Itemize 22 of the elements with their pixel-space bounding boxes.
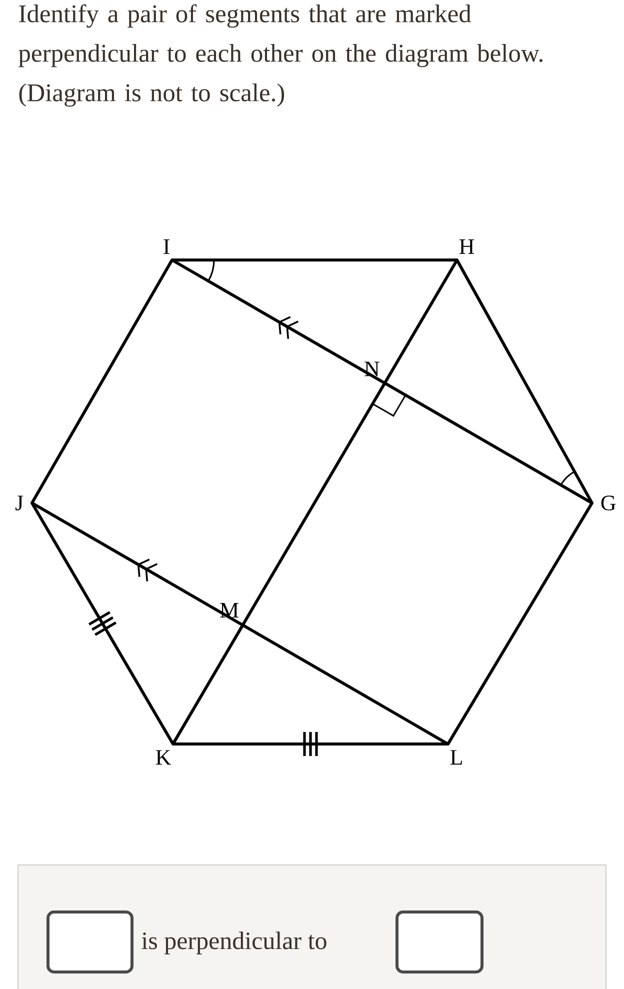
point-label: J <box>16 496 24 510</box>
segment <box>30 502 174 746</box>
segment <box>241 382 386 626</box>
segment <box>172 742 450 746</box>
point-label: I <box>164 239 170 254</box>
point-label: K <box>156 750 171 765</box>
point-label: L <box>450 750 462 765</box>
point-label: N <box>364 362 380 376</box>
segment <box>30 258 174 504</box>
segment <box>446 502 594 746</box>
segment <box>170 258 386 384</box>
segment <box>30 502 244 626</box>
question-text: Identify a pair of segments that are marked perpendicular to each other on the diagram below. (Diagram is not to scale.) <box>18 4 542 107</box>
prompt-text: is perpendicular to <box>142 932 326 954</box>
segment <box>383 258 458 384</box>
segment <box>383 382 594 504</box>
segment <box>241 624 450 746</box>
point-label: G <box>601 496 616 510</box>
segment <box>170 258 458 262</box>
segment <box>172 624 244 746</box>
segment <box>456 258 594 504</box>
point-label: H <box>459 239 474 254</box>
